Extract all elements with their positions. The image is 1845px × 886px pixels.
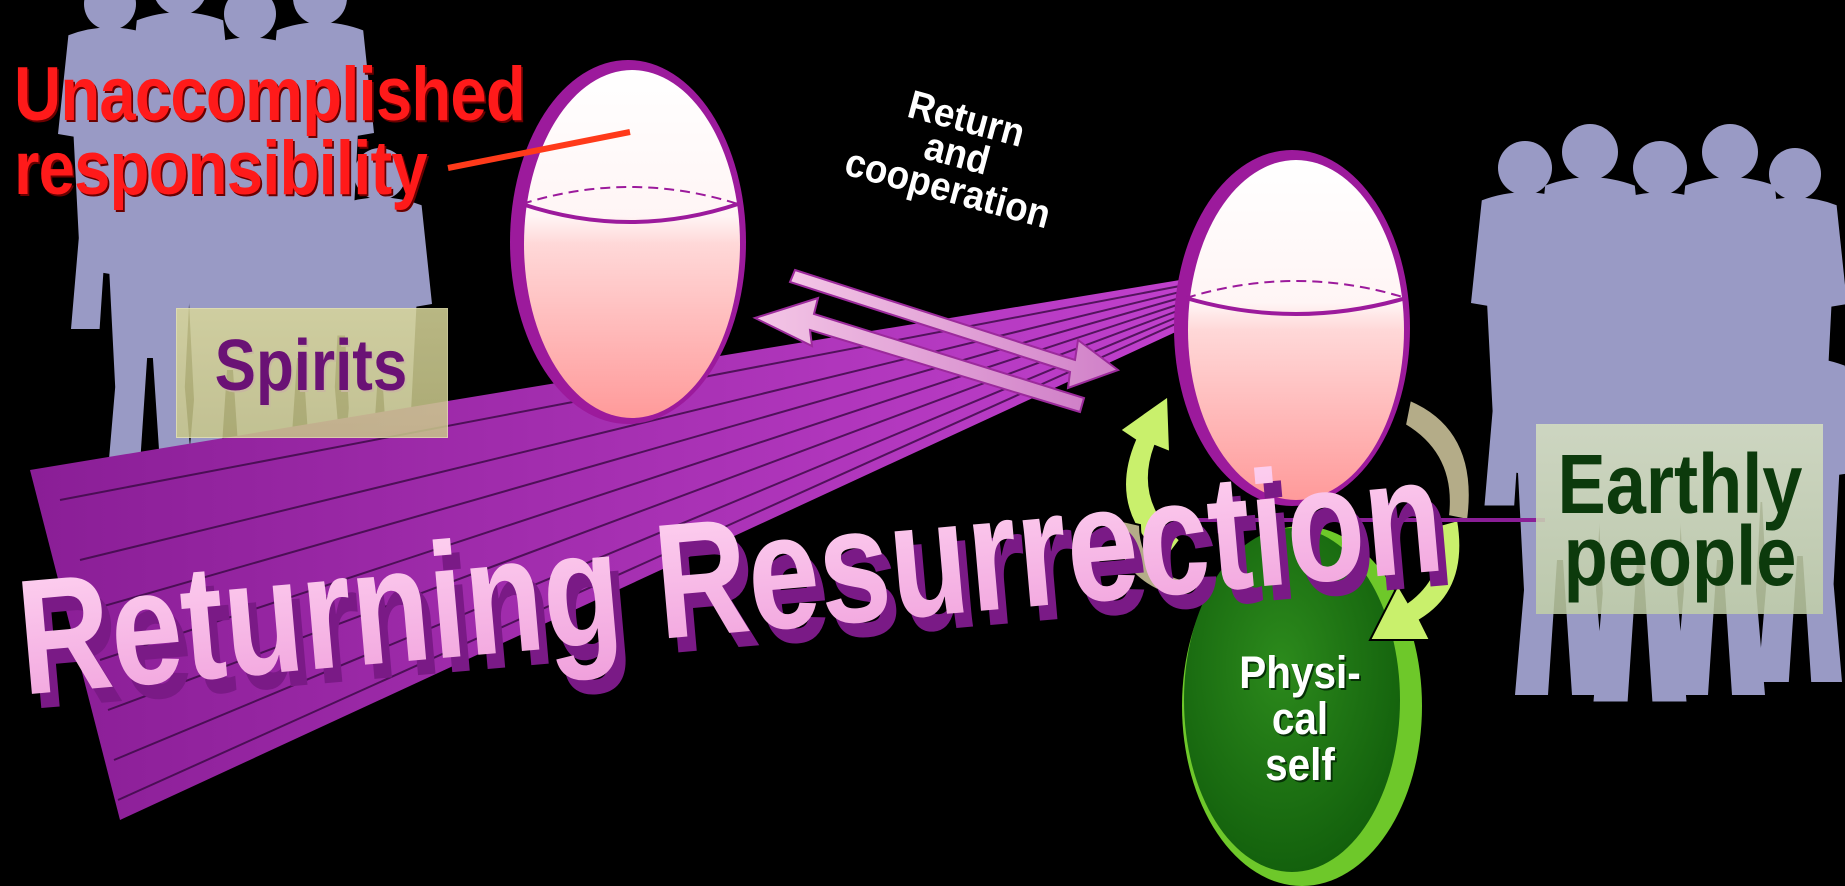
earthly-line-2: people xyxy=(1542,520,1817,592)
physical-self-label: Physi- cal self xyxy=(1215,650,1386,788)
responsibility-line-1: Unaccomplished xyxy=(14,58,418,132)
earthly-people-label: Earthly people xyxy=(1542,448,1817,592)
responsibility-line-2: responsibility xyxy=(14,132,418,206)
earthly-crowd-silhouette xyxy=(1471,124,1845,702)
unaccomplished-responsibility-label: Unaccomplished responsibility xyxy=(14,58,418,207)
physical-line-2: cal xyxy=(1215,696,1386,742)
spirits-label: Spirits xyxy=(195,330,427,402)
physical-line-3: self xyxy=(1215,742,1386,788)
physical-line-1: Physi- xyxy=(1215,650,1386,696)
spirit-sphere xyxy=(510,60,746,424)
